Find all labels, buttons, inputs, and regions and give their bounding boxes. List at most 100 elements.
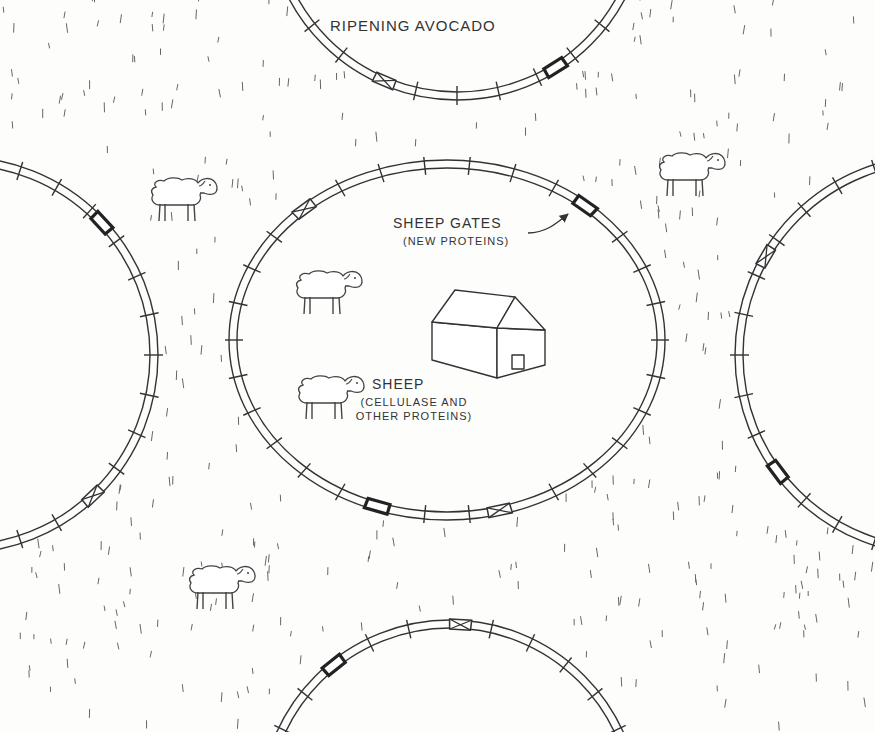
grass-tick <box>253 538 254 545</box>
grass-tick <box>620 596 622 605</box>
grass-tick <box>208 463 210 470</box>
grass-tick <box>596 88 598 96</box>
grass-tick <box>857 631 859 638</box>
grass-tick <box>804 625 805 630</box>
grass-tick <box>50 639 52 644</box>
grass-tick <box>12 121 14 128</box>
fence-post <box>748 272 765 280</box>
grass-tick <box>153 169 155 175</box>
grass-tick <box>518 581 519 589</box>
grass-tick <box>774 193 775 198</box>
grass-tick <box>267 571 269 581</box>
grass-tick <box>393 538 395 546</box>
grass-tick <box>679 305 680 310</box>
grass-tick <box>251 503 252 510</box>
grass-tick <box>696 293 697 303</box>
grass-tick <box>101 541 102 550</box>
grass-tick <box>130 567 131 576</box>
grass-tick <box>268 554 270 562</box>
grass-tick <box>123 601 125 607</box>
fence-post <box>633 408 650 416</box>
grass-tick <box>692 208 693 217</box>
grass-tick <box>38 539 39 549</box>
fence-post <box>407 620 411 639</box>
grass-tick <box>40 551 41 557</box>
fence-post <box>229 302 248 306</box>
grass-tick <box>94 0 96 2</box>
grass-tick <box>369 551 370 560</box>
grass-tick <box>452 596 454 605</box>
sheep <box>299 376 364 419</box>
grass-tick <box>176 371 177 381</box>
grass-tick <box>273 171 274 180</box>
grass-tick <box>444 528 445 537</box>
grass-tick <box>585 89 586 98</box>
closed-gate <box>82 485 105 507</box>
grass-tick <box>241 186 243 192</box>
grass-tick <box>618 525 620 531</box>
grass-tick <box>280 495 281 502</box>
grass-tick <box>116 609 117 615</box>
grass-tick <box>612 73 613 81</box>
fence-rail <box>0 157 158 553</box>
grass-tick <box>640 201 641 209</box>
fence-post <box>424 157 426 175</box>
fence-post <box>229 375 248 379</box>
grass-tick <box>825 49 826 55</box>
grass-tick <box>725 699 726 708</box>
grass-tick <box>167 408 168 416</box>
grass-tick <box>734 75 736 85</box>
grass-tick <box>320 80 321 90</box>
grass-tick <box>191 624 192 630</box>
grass-tick <box>633 479 634 484</box>
closed-gate <box>756 245 776 269</box>
grass-tick <box>249 198 251 205</box>
grass-tick <box>707 628 708 636</box>
fence-post <box>734 394 753 398</box>
grass-tick <box>705 347 706 354</box>
grass-tick <box>679 211 681 220</box>
grass-tick <box>855 572 856 581</box>
grass-tick <box>717 255 718 260</box>
pen-outline <box>225 157 669 523</box>
grass-tick <box>642 425 644 435</box>
grass-tick <box>221 692 223 702</box>
grass-tick <box>852 545 854 554</box>
grass-tick <box>694 94 695 103</box>
grass-tick <box>290 631 292 636</box>
grass-tick <box>683 262 684 268</box>
grass-tick <box>595 487 596 493</box>
barn <box>432 290 545 378</box>
grass-tick <box>172 476 173 485</box>
grass-tick <box>767 526 768 534</box>
open-gate <box>573 196 598 216</box>
grass-tick <box>780 622 781 628</box>
grass-tick <box>848 598 849 608</box>
grass-tick <box>585 71 587 80</box>
grass-tick <box>592 480 593 488</box>
grass-tick <box>698 270 700 280</box>
grass-tick <box>104 606 106 611</box>
grass-tick <box>198 0 200 1</box>
fence-post <box>52 514 62 530</box>
fence-post <box>510 164 516 182</box>
grass-tick <box>586 651 587 657</box>
grass-tick <box>739 69 740 76</box>
grass-tick <box>704 495 706 501</box>
open-gate <box>544 58 568 78</box>
grass-tick <box>665 250 666 258</box>
grass-tick <box>695 574 697 583</box>
grass-tick <box>120 14 121 23</box>
fence-post <box>549 180 559 196</box>
grass-tick <box>182 684 184 692</box>
grass-tick <box>247 686 248 693</box>
grass-tick <box>219 89 221 97</box>
grass-tick <box>214 237 215 243</box>
grass-tick <box>169 477 171 486</box>
grass-tick <box>287 78 289 86</box>
fence-post <box>109 236 124 247</box>
grass-tick <box>376 530 377 539</box>
grass-tick <box>226 159 228 165</box>
grass-tick <box>210 604 211 611</box>
grass-tick <box>817 569 819 579</box>
